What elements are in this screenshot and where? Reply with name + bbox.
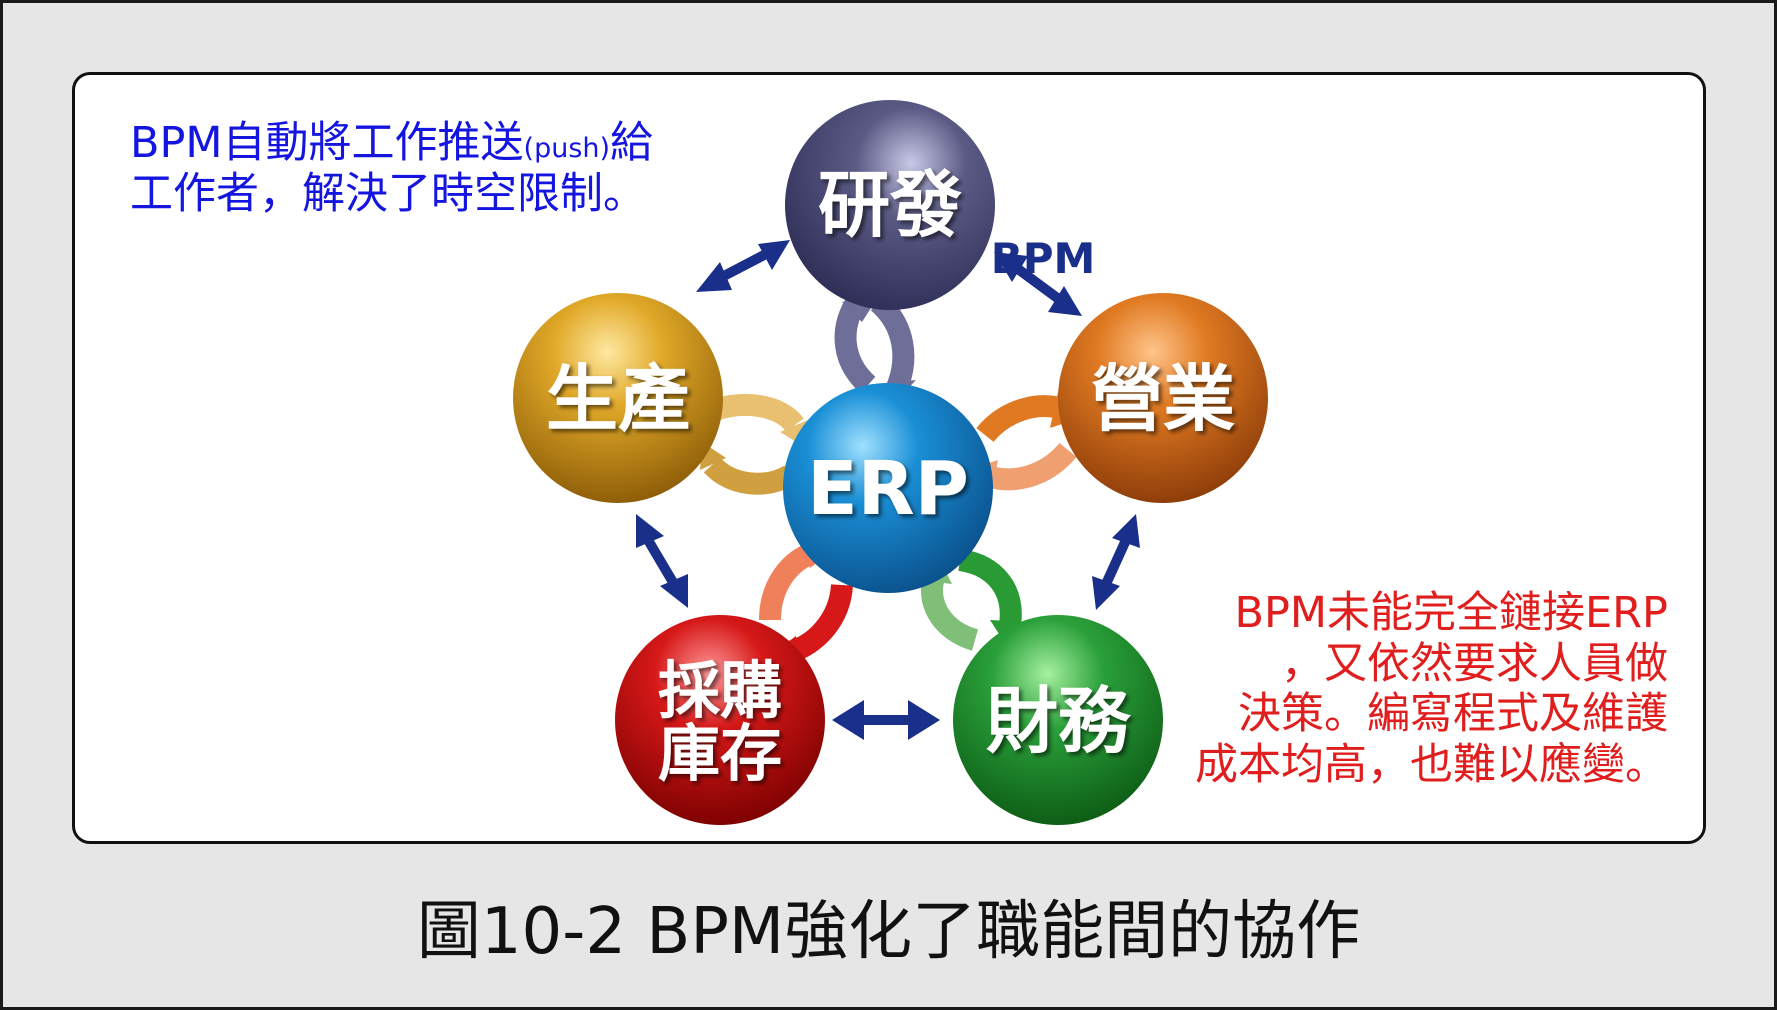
link-production-purchase-head-a	[636, 514, 664, 548]
note-bottom-right-line3: 決策。編寫程式及維護	[1238, 689, 1668, 740]
node-purchase-label-line2: 庫存	[658, 717, 782, 790]
node-sales-label: 營業	[1091, 357, 1235, 441]
rd-cycle-arrow-down	[870, 293, 915, 397]
link-rd-sales-head-a	[994, 252, 1028, 282]
production-cycle-arrow-in	[711, 394, 804, 433]
link-rd-sales-head-b	[1048, 286, 1082, 316]
note-bottom-right-line2: ，又依然要求人員做	[1281, 638, 1668, 689]
node-finance-label: 財務	[986, 679, 1132, 763]
link-sales-finance-head-a	[1112, 514, 1140, 548]
node-center-erp-sphere	[783, 383, 993, 593]
production-cycle-arrow-out	[703, 457, 796, 495]
node-sales: 營業	[1058, 293, 1268, 503]
node-purchase-sphere	[615, 615, 825, 825]
node-purchase-label-line1: 採購	[658, 654, 782, 727]
node-rd-sphere	[785, 100, 995, 310]
link-rd-production	[696, 240, 790, 292]
link-purchase-finance-head-b	[908, 700, 940, 740]
node-center-erp-label: ERP	[807, 446, 969, 532]
node-production-sphere	[513, 293, 723, 503]
note-top-left: BPM自動將工作推送(push)給 工作者，解決了時空限制。	[130, 118, 653, 219]
node-rd: 研發	[785, 100, 995, 310]
note-top-left-line2: 工作者，解決了時空限制。	[130, 168, 646, 219]
node-finance: 財務	[953, 615, 1163, 825]
node-purchase: 採購 庫存	[615, 615, 825, 825]
purchase-cycle-arrow-in	[759, 541, 819, 621]
link-production-purchase-head-b	[660, 574, 688, 608]
finance-cycle-arrow-out	[957, 549, 1022, 627]
note-bottom-right-line4: 成本均高，也難以應變。	[1195, 740, 1668, 791]
note-top-left-line1-prefix: BPM自動將工作推送	[130, 118, 524, 168]
purchase-cycle-arrow-out	[786, 583, 853, 663]
node-production: 生產	[513, 293, 723, 503]
node-finance-sphere	[953, 615, 1163, 825]
link-purchase-finance-head-a	[832, 700, 864, 740]
link-purchase-finance	[832, 700, 940, 740]
finance-cycle-arrow-in	[920, 570, 979, 651]
node-production-label: 生產	[546, 357, 690, 441]
figure-caption: 圖10-2 BPM強化了職能間的協作	[416, 895, 1361, 969]
link-production-purchase	[636, 514, 688, 608]
link-sales-finance	[1092, 514, 1140, 610]
sales-cycle-arrow-in	[980, 442, 1077, 491]
link-rd-sales	[994, 252, 1082, 316]
bpm-edge-label: BPM	[991, 234, 1096, 283]
link-rd-production-head-b	[758, 240, 790, 270]
note-top-left-push: (push)	[523, 133, 611, 164]
note-bottom-right-line1: BPM未能完全鏈接ERP	[1234, 588, 1668, 638]
link-sales-finance-head-b	[1092, 576, 1120, 610]
note-top-left-line1: BPM自動將工作推送(push)給	[130, 118, 653, 169]
link-arrows	[636, 240, 1140, 740]
note-top-left-line1-suffix: 給	[610, 118, 654, 168]
note-bottom-right: BPM未能完全鏈接ERP ，又依然要求人員做 決策。編寫程式及維護 成本均高，也…	[1195, 588, 1668, 791]
link-rd-production-head-a	[696, 262, 732, 292]
node-sales-sphere	[1058, 293, 1268, 503]
node-center-erp: ERP	[783, 383, 993, 593]
node-rd-label: 研發	[818, 163, 962, 247]
